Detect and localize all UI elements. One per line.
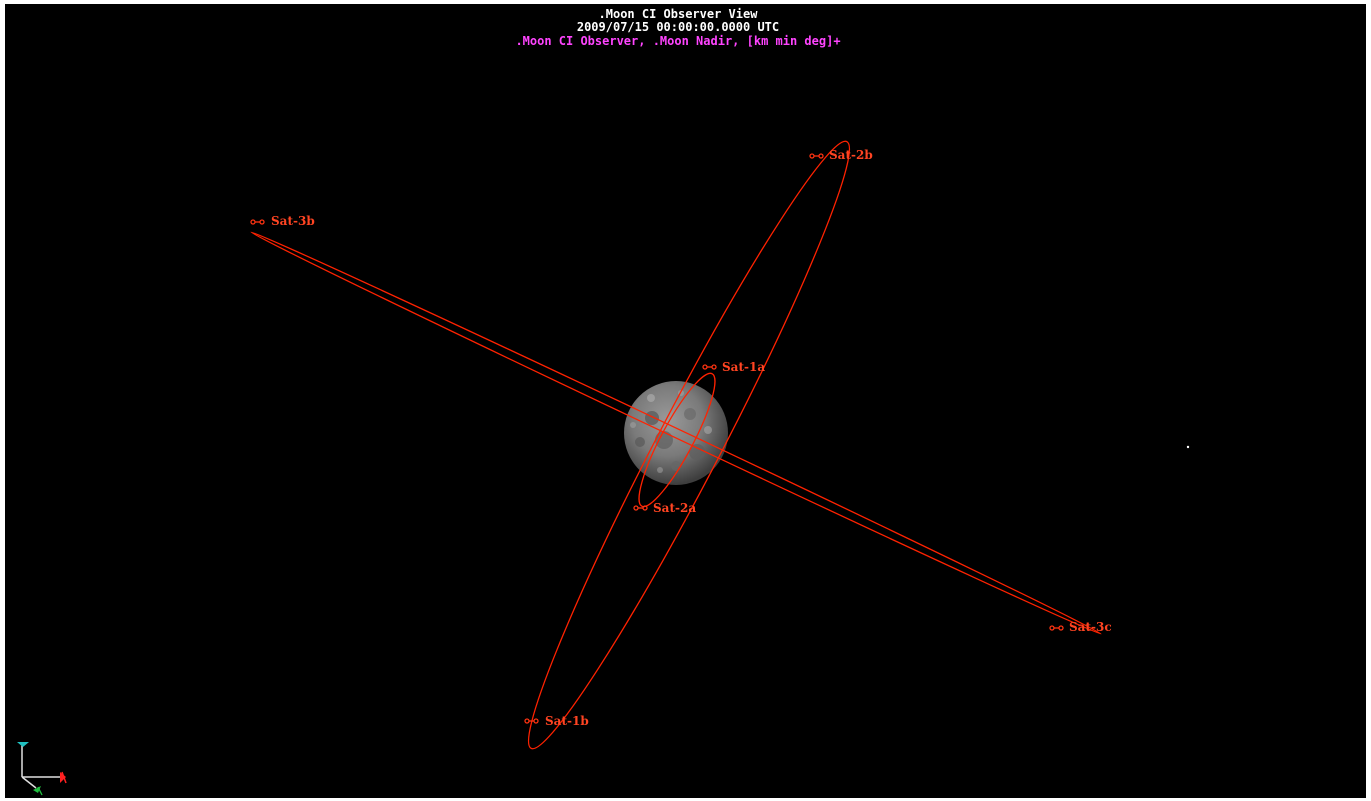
orbit-sat-3[interactable] bbox=[249, 228, 1103, 638]
orbit-sat-2[interactable] bbox=[503, 127, 876, 763]
satellite-sat-1a[interactable]: Sat-1a bbox=[702, 360, 765, 374]
satellite-icon bbox=[702, 364, 717, 370]
axes-triad-icon bbox=[17, 742, 67, 796]
satellite-label: Sat-1a bbox=[722, 360, 765, 374]
satellite-label: Sat-3b bbox=[271, 214, 315, 228]
satellite-sat-3b[interactable]: Sat-3b bbox=[250, 214, 315, 228]
view-title: .Moon CI Observer View bbox=[599, 7, 759, 21]
orbit-sat-1[interactable] bbox=[628, 366, 727, 513]
satellite-label: Sat-1b bbox=[545, 714, 589, 728]
satellite-label: Sat-2a bbox=[653, 501, 696, 515]
satellite-label: Sat-2b bbox=[829, 148, 873, 162]
satellite-icon bbox=[809, 153, 824, 159]
satellite-sat-2b[interactable]: Sat-2b bbox=[809, 148, 873, 162]
satellite-icon bbox=[524, 718, 539, 724]
satellite-sat-2a[interactable]: Sat-2a bbox=[633, 501, 696, 515]
satellite-sat-1b[interactable]: Sat-1b bbox=[524, 714, 589, 728]
view-subtitle: .Moon CI Observer, .Moon Nadir, [km min … bbox=[515, 34, 840, 48]
3d-scene[interactable]: .Moon CI Observer View 2009/07/15 00:00:… bbox=[5, 4, 1366, 798]
3d-graphics-window[interactable]: .Moon CI Observer View 2009/07/15 00:00:… bbox=[5, 4, 1366, 798]
satellite-icon bbox=[1049, 625, 1064, 631]
satellite-icon bbox=[250, 219, 265, 225]
satellite-icon bbox=[633, 505, 648, 511]
satellite-sat-3c[interactable]: Sat-3c bbox=[1049, 620, 1112, 634]
view-datetime: 2009/07/15 00:00:00.0000 UTC bbox=[577, 20, 779, 34]
satellite-label: Sat-3c bbox=[1069, 620, 1112, 634]
star-point bbox=[1186, 445, 1190, 449]
